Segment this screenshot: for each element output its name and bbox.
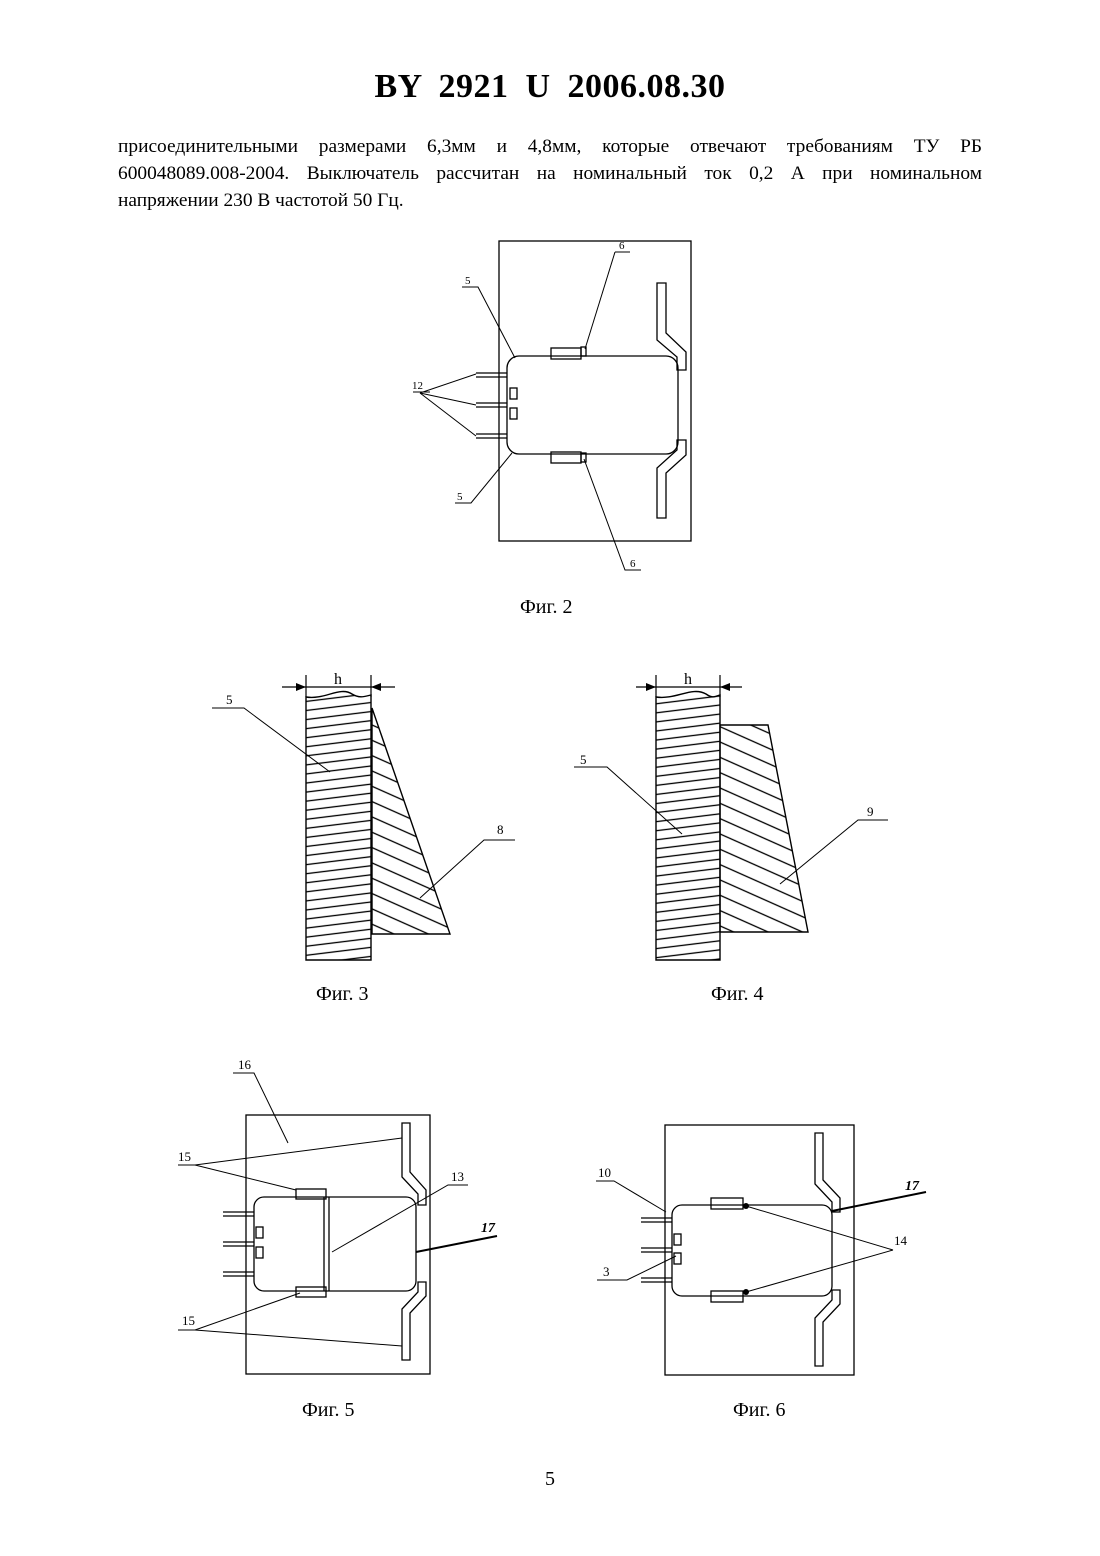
figure-4 [574,675,888,960]
fig5-label-d: 17 [481,1221,496,1236]
fig2-label-a: 6 [619,240,625,252]
switch-body [254,1197,416,1291]
fig3-label-b: 8 [497,822,504,837]
fig2-label-e: 6 [630,558,636,570]
contact-profile-bottom [402,1282,426,1360]
fig5-caption: Фиг. 5 [302,1399,354,1422]
fig4-label-b: 9 [867,804,874,819]
fig2-label-b: 5 [465,275,471,287]
fig6-caption: Фиг. 6 [733,1399,785,1422]
fig6-label-a: 10 [598,1165,611,1180]
fig4-caption: Фиг. 4 [711,983,763,1006]
contact-profile-bottom [657,440,686,518]
page-number: 5 [0,1468,1100,1491]
fig2-caption: Фиг. 2 [520,596,572,619]
fig5-label-b: 15 [178,1149,191,1164]
fig5-label-a: 16 [238,1057,252,1072]
fig4-label-a: 5 [580,752,587,767]
contact-profile-bottom [815,1290,840,1366]
housing-outline [499,241,691,541]
fig2-label-c: 12 [412,380,423,392]
fig5-label-c: 13 [451,1169,464,1184]
fig6-label-c: 14 [894,1233,908,1248]
fig6-rivet-bottom [743,1289,749,1295]
clip-top [711,1198,743,1209]
fig3-label-a: 5 [226,692,233,707]
figure-6 [596,1125,926,1375]
housing-outline [665,1125,854,1375]
fig2-label-d: 5 [457,491,463,503]
fig3-caption: Фиг. 3 [316,983,368,1006]
fig6-label-d: 3 [603,1264,610,1279]
clip-bottom [296,1287,326,1297]
figure-3 [212,675,515,960]
fig5-label-e: 15 [182,1313,195,1328]
switch-body [507,356,678,454]
contact-profile-top [402,1123,426,1205]
fig4-dimension-h: h [684,671,692,688]
figure-2 [413,241,691,570]
clip-top [551,348,581,359]
figure-5 [178,1073,497,1374]
fig6-label-b: 17 [905,1179,920,1194]
contact-profile-top [815,1133,840,1212]
fig6-rivet-top [743,1203,749,1209]
switch-body [672,1205,832,1296]
fig3-dimension-h: h [334,671,342,688]
